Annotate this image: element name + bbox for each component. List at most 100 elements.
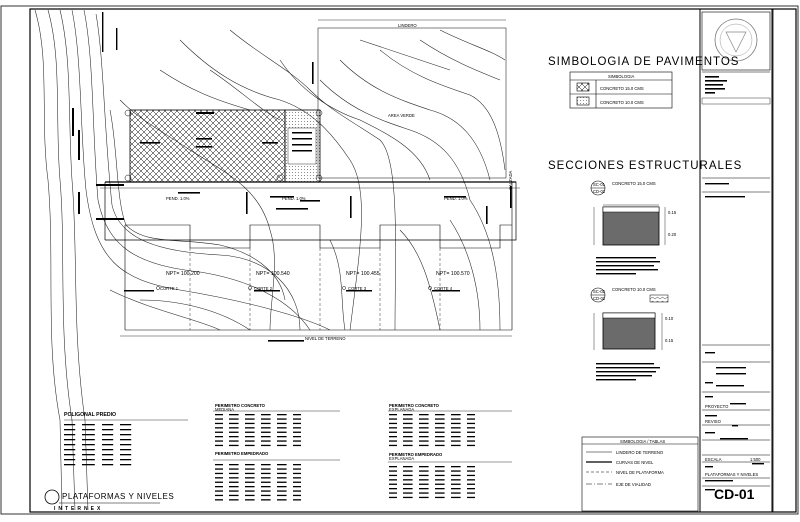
section-1-caption: CONCRETO 15.0 CMS — [612, 181, 656, 186]
top-dimension-label: LINDERO — [398, 23, 417, 28]
table-cell-mark — [419, 483, 429, 485]
brand-label: INTERNEX — [54, 506, 104, 512]
pavement-legend-row-1: CONCRETO 15.0 CMS — [600, 86, 644, 91]
plan-title-marker — [44, 489, 160, 505]
table-cell-mark — [245, 444, 255, 447]
table-cell-mark — [467, 440, 475, 442]
legend-box — [581, 436, 699, 512]
table-cell-mark — [277, 414, 287, 416]
table-cell-mark — [82, 434, 95, 436]
table-cell-mark — [120, 449, 132, 451]
table-cell-mark — [215, 427, 223, 429]
table-cell-mark — [229, 490, 239, 492]
table-cell-mark — [120, 454, 132, 456]
table-cell-mark — [293, 431, 301, 433]
table-cell-mark — [467, 431, 475, 433]
table-cell-mark — [120, 444, 132, 446]
table-cell-mark — [467, 483, 475, 485]
table-cell-mark — [293, 444, 301, 447]
table-cell-mark — [229, 477, 239, 479]
table-cell-mark — [451, 474, 461, 477]
grade-label-1: PEND. 1.0% — [166, 196, 190, 201]
table-cell-mark — [277, 472, 287, 475]
table-cell-mark — [229, 418, 239, 420]
project-label: PROYECTO — [705, 404, 729, 409]
table-cell-mark — [389, 488, 397, 490]
table-cell-mark — [64, 429, 76, 431]
table-cell-mark — [419, 466, 429, 468]
table-cell-mark — [293, 472, 301, 475]
table-cell-mark — [82, 449, 95, 451]
table-cell-mark — [403, 436, 413, 438]
table-cell-mark — [451, 483, 461, 485]
table-cell-mark — [389, 436, 397, 438]
table-cell-mark — [419, 474, 429, 477]
table-cell-mark — [467, 479, 475, 481]
table-cell-mark — [435, 440, 445, 442]
table-cell-mark — [435, 479, 445, 481]
table-cell-mark — [293, 490, 301, 492]
table-cell-mark — [245, 494, 255, 497]
table-cell-mark — [467, 427, 475, 429]
table-cell-mark — [261, 427, 271, 429]
table-cell-mark — [389, 483, 397, 485]
table-cell-mark — [120, 464, 132, 466]
table-cell-mark — [435, 431, 445, 433]
table-cell-mark — [245, 477, 255, 479]
table-cell-mark — [451, 470, 461, 472]
table-2-sub: MEDIANA — [215, 407, 235, 412]
table-cell-mark — [293, 486, 301, 488]
table-cell-mark — [229, 481, 239, 483]
npt-label-2: NPT= 100.540 — [256, 271, 290, 277]
table-cell-mark — [64, 444, 76, 446]
table-cell-mark — [64, 449, 76, 451]
table-cell-mark — [389, 444, 397, 447]
table-cell-mark — [403, 422, 413, 425]
table-cell-mark — [389, 466, 397, 468]
table-cell-mark — [467, 474, 475, 477]
table-cell-mark — [389, 470, 397, 472]
table-cell-mark — [277, 499, 287, 501]
table-cell-mark — [261, 464, 271, 466]
table-cell-mark — [435, 474, 445, 477]
table-cell-mark — [435, 414, 445, 416]
table-cell-mark — [419, 422, 429, 425]
table-cell-mark — [102, 459, 114, 461]
table-cell-mark — [215, 436, 223, 438]
table-cell-mark — [261, 440, 271, 442]
table-cell-mark — [277, 431, 287, 433]
section-sc01-drawing — [590, 180, 666, 275]
table-cell-mark — [419, 496, 429, 499]
npt-label-3: NPT= 100.455 — [346, 271, 380, 277]
table-cell-mark — [82, 454, 95, 456]
table-cell-mark — [245, 468, 255, 470]
table-cell-mark — [435, 427, 445, 429]
table-cell-mark — [245, 418, 255, 420]
table-cell-mark — [261, 499, 271, 501]
table-cell-mark — [467, 466, 475, 468]
table-cell-mark — [82, 464, 95, 466]
table-cell-mark — [451, 488, 461, 490]
table-cell-mark — [403, 479, 413, 481]
section-2-dim-1: 0.10 — [665, 316, 674, 321]
section-1-dim-2: 0.20 — [668, 232, 677, 237]
table-cell-mark — [245, 486, 255, 488]
table-cell-mark — [245, 427, 255, 429]
table-cell-mark — [419, 444, 429, 447]
table-cell-mark — [215, 422, 223, 425]
table-cell-mark — [229, 440, 239, 442]
table-cell-mark — [229, 472, 239, 475]
table-cell-mark — [293, 494, 301, 497]
table-cell-mark — [120, 424, 132, 426]
table-cell-mark — [419, 479, 429, 481]
table-cell-mark — [215, 464, 223, 466]
table-cell-mark — [389, 492, 397, 494]
pavement-symbology-title: SIMBOLOGIA DE PAVIMENTOS — [548, 56, 740, 68]
section-2-id: SC-02 — [593, 289, 605, 294]
table-cell-mark — [293, 481, 301, 483]
table-cell-mark — [435, 444, 445, 447]
table-cell-mark — [229, 422, 239, 425]
table-cell-mark — [435, 483, 445, 485]
corte-label-2: CORTE 2 — [254, 286, 273, 291]
corte-label-1: CORTE 1 — [160, 286, 179, 291]
